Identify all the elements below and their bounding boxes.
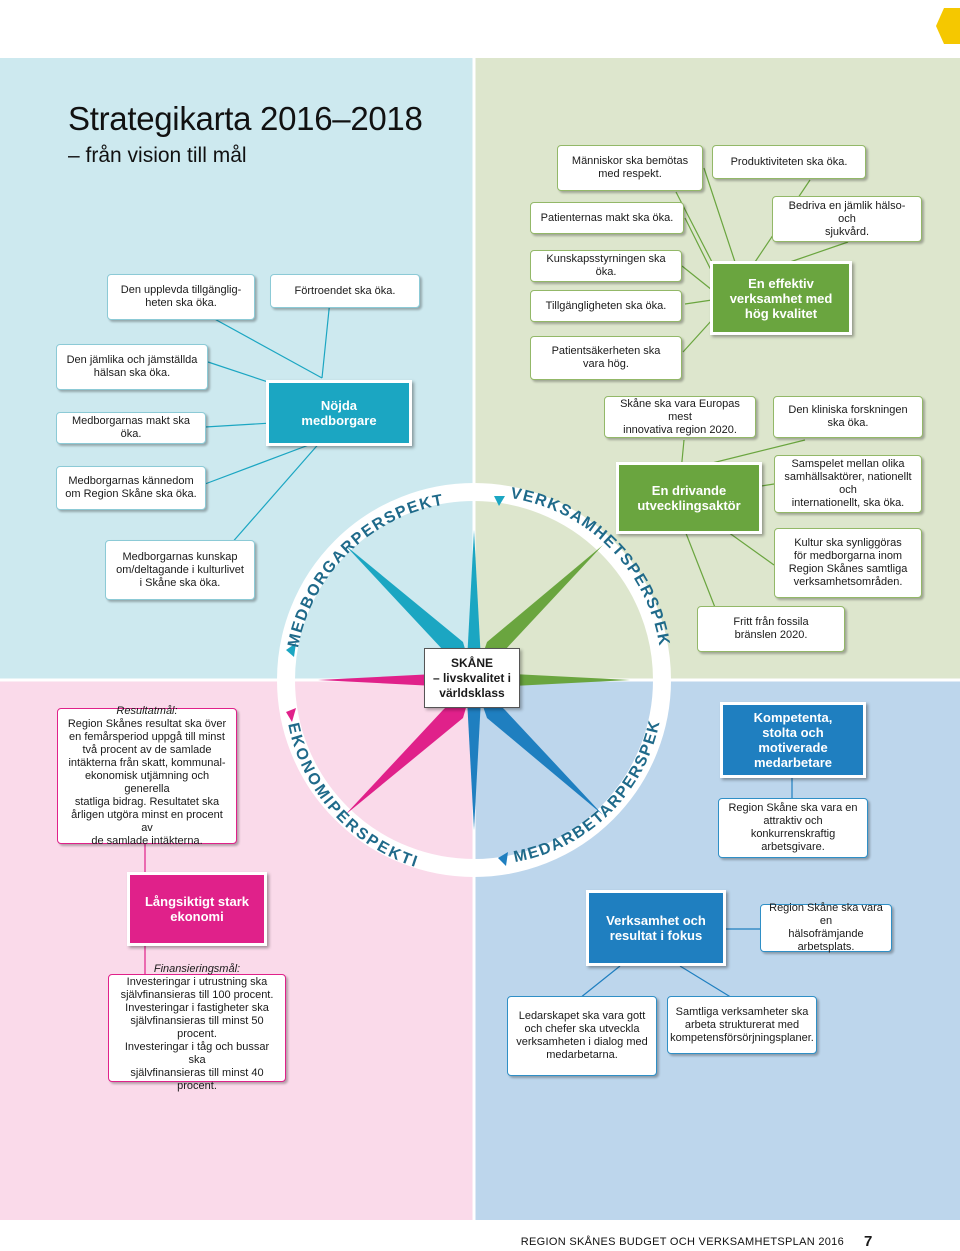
utveckling-goal-1: Skåne ska vara Europas mest innovativa r… <box>604 396 756 438</box>
compass-arrow-ekonomi <box>345 680 474 815</box>
finansieringsmal-text: Investeringar i utrustning ska självfina… <box>120 976 274 1092</box>
utveckling-goal-3: Samspelet mellan olika samhällsaktörer, … <box>774 455 922 513</box>
page-subtitle: – från vision till mål <box>68 144 247 167</box>
utveckling-header: En drivande utvecklingsaktör <box>616 462 762 534</box>
medborgare-goal-1: Den upplevda tillgänglig- heten ska öka. <box>107 274 255 320</box>
wheel-marker-sw <box>286 708 296 722</box>
connectors-verksamhet <box>675 167 849 611</box>
utveckling-goal-4: Kultur ska synliggöras för medborgarna i… <box>774 528 922 598</box>
medborgare-header: Nöjda medborgare <box>266 380 412 446</box>
finansieringsmal-box: Finansieringsmål: Investeringar i utrust… <box>108 963 286 1092</box>
medarbetare-goal-1: Region Skåne ska vara en attraktiv och k… <box>718 798 868 858</box>
medarbetare-header: Kompetenta, stolta och motiverade medarb… <box>720 702 866 778</box>
compass-arrow-north <box>466 530 482 680</box>
verksamhet-goal-6: Tillgängligheten ska öka. <box>530 290 682 322</box>
compass-wheel <box>277 483 671 877</box>
utveckling-goal-2: Den kliniska forskningen ska öka. <box>773 396 923 438</box>
page-number: 7 <box>864 1233 873 1250</box>
compass-arrow-medarbetare <box>474 680 603 815</box>
medborgare-goal-4: Medborgarnas makt ska öka. <box>56 412 206 444</box>
verksamhet-goal-7: Patientsäkerheten ska vara hög. <box>530 336 682 380</box>
verksamhet-goal-4: Bedriva en jämlik hälso- och sjukvård. <box>772 196 922 242</box>
resultatmal-box: Resultatmål: Region Skånes resultat ska … <box>57 704 237 847</box>
resultatmal-text: Region Skånes resultat ska över en femår… <box>67 717 227 847</box>
finansieringsmal-label: Finansieringsmål: <box>153 963 241 975</box>
verksamhet-goal-2: Produktiviteten ska öka. <box>712 145 866 179</box>
medborgare-goal-5: Medborgarnas kännedom om Region Skåne sk… <box>56 466 206 510</box>
medborgare-goal-2: Förtroendet ska öka. <box>270 274 420 308</box>
wheel-marker-se <box>498 852 508 866</box>
center-vision: SKÅNE – livskvalitet i världsklass <box>424 648 520 708</box>
compass-arrow-verksamhet <box>474 545 603 680</box>
verksamhet-header: En effektiv verksamhet med hög kvalitet <box>710 261 852 335</box>
resultatmal-label: Resultatmål: <box>116 704 178 717</box>
compass-arrow-medborgare <box>345 545 474 680</box>
verksamhet-goal-1: Människor ska bemötas med respekt. <box>557 145 703 191</box>
resultat-fokus-goal-2: Ledarskapet ska vara gott och chefer ska… <box>507 996 657 1076</box>
resultat-fokus-goal-3: Samtliga verksamheter ska arbeta struktu… <box>667 996 817 1054</box>
wheel-marker-nw <box>286 643 296 657</box>
resultat-fokus-goal-1: Region Skåne ska vara en hälsofrämjande … <box>760 902 892 953</box>
verksamhet-goal-3: Patienternas makt ska öka. <box>530 202 684 234</box>
resultat-fokus-header: Verksamhet och resultat i fokus <box>586 890 726 966</box>
medborgare-goal-3: Den jämlika och jämställda hälsan ska ök… <box>56 344 208 390</box>
wheel-marker-ne <box>494 496 505 506</box>
ekonomi-header: Långsiktigt stark ekonomi <box>127 872 267 946</box>
medborgare-goal-6: Medborgarnas kunskap om/deltagande i kul… <box>105 540 255 600</box>
footer-text: REGION SKÅNES BUDGET OCH VERKSAMHETSPLAN… <box>520 1236 844 1248</box>
verksamhet-goal-5: Kunskapsstyrningen ska öka. <box>530 250 682 282</box>
compass-arrow-south <box>466 680 482 830</box>
corner-accent-shape <box>936 8 960 44</box>
page-title: Strategikarta 2016–2018 <box>68 100 423 137</box>
utveckling-goal-5: Fritt från fossila bränslen 2020. <box>697 606 845 652</box>
